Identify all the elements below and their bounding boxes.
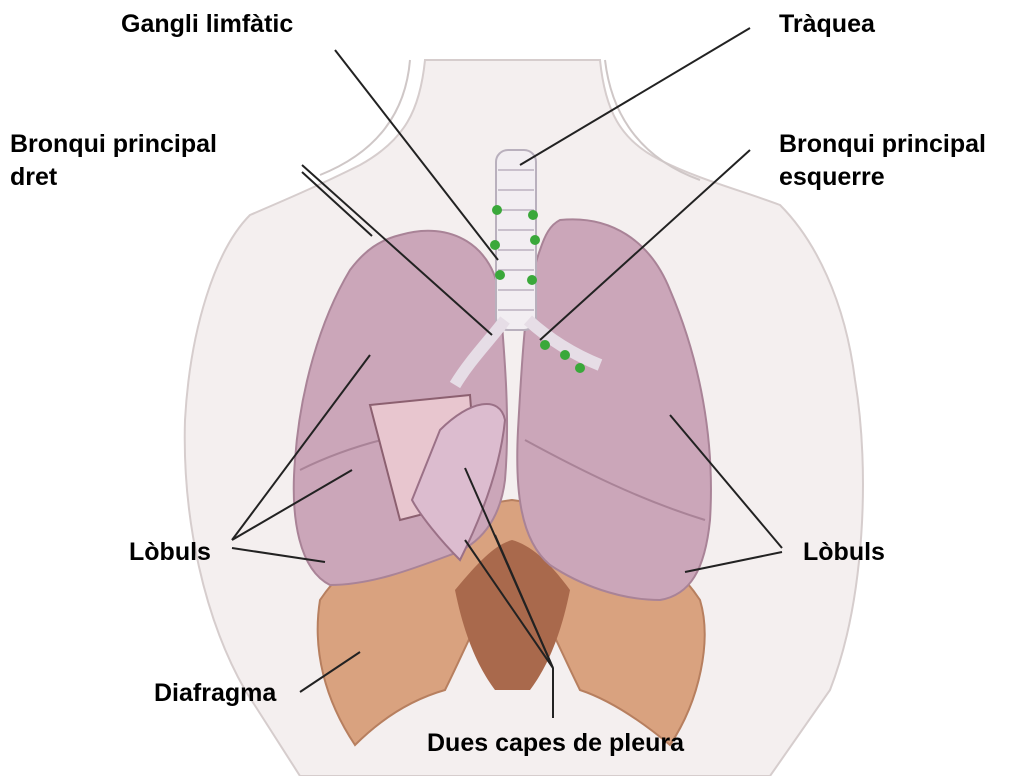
label-left-bronchus-line2: esquerre (779, 161, 986, 194)
label-trachea: Tràquea (779, 8, 875, 41)
label-left-bronchus-line1: Bronqui principal (779, 128, 986, 161)
label-left-bronchus: Bronqui principal esquerre (779, 128, 986, 194)
label-pleura: Dues capes de pleura (427, 727, 684, 760)
label-right-bronchus: Bronqui principal dret (10, 128, 217, 194)
label-right-bronchus-line1: Bronqui principal (10, 128, 217, 161)
label-lymph-node: Gangli limfàtic (121, 8, 293, 41)
label-right-bronchus-line2: dret (10, 161, 217, 194)
label-lobes-left: Lòbuls (129, 536, 211, 569)
label-lobes-right: Lòbuls (803, 536, 885, 569)
label-diaphragm: Diafragma (154, 677, 276, 710)
